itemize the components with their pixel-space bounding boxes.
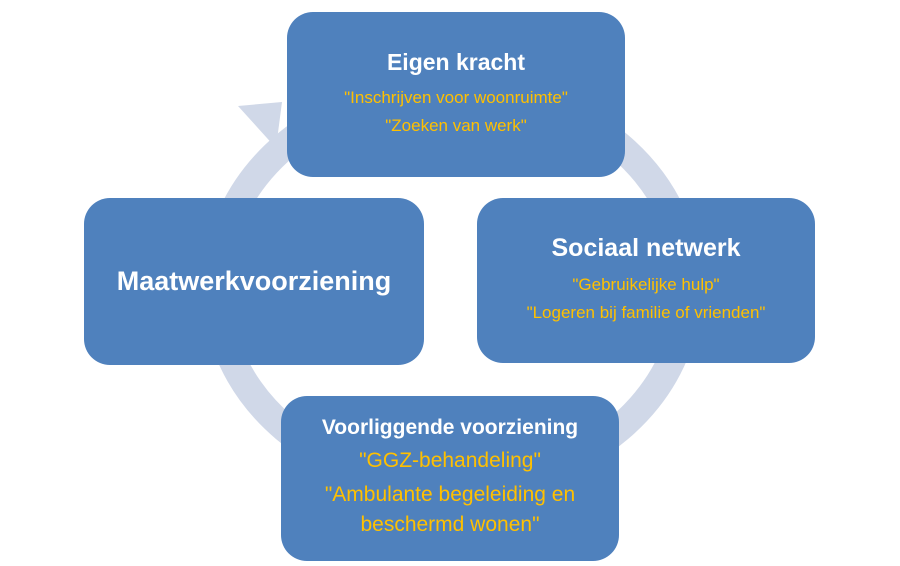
node-title: Voorliggende voorziening xyxy=(321,415,579,439)
node-item: "Inschrijven voor woonruimte" xyxy=(344,88,568,107)
node-title: Eigen kracht xyxy=(386,49,526,75)
arrowhead-icon xyxy=(238,102,282,148)
node-eigen-kracht: Eigen kracht "Inschrijven voor woonruimt… xyxy=(287,12,625,177)
node-item: "Logeren bij familie of vrienden" xyxy=(526,303,766,322)
node-title: Sociaal netwerk xyxy=(551,234,741,262)
node-title: Maatwerkvoorziening xyxy=(116,266,392,296)
node-voorliggende-voorziening: Voorliggende voorziening "GGZ-behandelin… xyxy=(281,396,619,561)
node-item: "Gebruikelijke hulp" xyxy=(572,275,720,294)
node-sociaal-netwerk: Sociaal netwerk "Gebruikelijke hulp" "Lo… xyxy=(477,198,815,363)
node-maatwerkvoorziening: Maatwerkvoorziening xyxy=(84,198,424,365)
node-item: "Ambulante begeleiding en beschermd wone… xyxy=(324,482,576,536)
node-item: "GGZ-behandeling" xyxy=(359,448,541,472)
node-item: "Zoeken van werk" xyxy=(385,116,527,135)
